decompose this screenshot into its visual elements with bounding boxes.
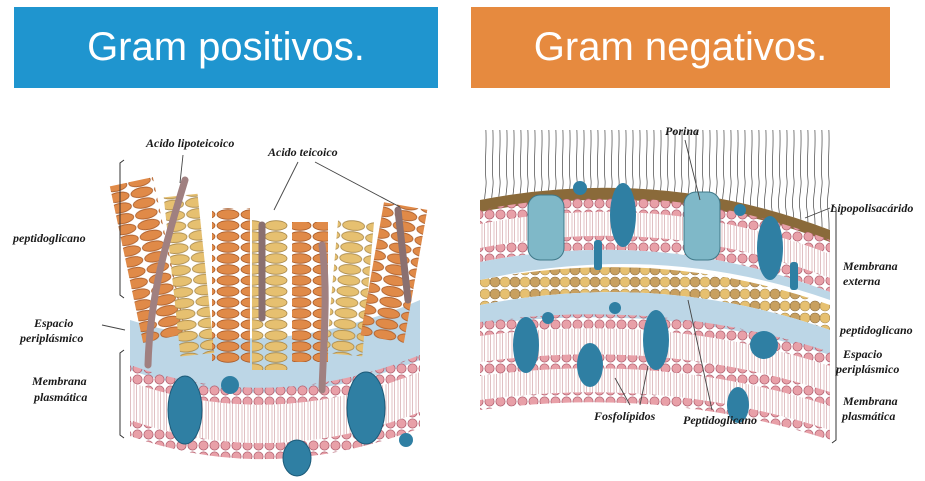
label-espacio-gn-1: Espacio <box>843 347 882 361</box>
label-peptidoglicano-bottom: Peptidoglicano <box>683 413 757 427</box>
label-membrana-externa-2: externa <box>843 274 880 288</box>
label-fosfolipidos: Fosfolípidos <box>594 409 655 423</box>
label-espacio-gn-2: periplásmico <box>836 362 899 376</box>
label-acido-teicoico: Acido teicoico <box>268 145 338 159</box>
label-membrana-plasmatica-gn-1: Membrana <box>843 394 898 408</box>
label-membrana-plasmatica-gn-2: plasmática <box>842 409 895 423</box>
label-peptidoglicano-gn: peptidoglicano <box>840 323 913 337</box>
label-espacio-gp-1: Espacio <box>34 316 73 330</box>
label-acido-lipoteicoico: Acido lipoteicoico <box>146 136 234 150</box>
label-membrana-gp-2: plasmática <box>34 390 87 404</box>
label-lipopolisacarido: Lipopolisacárido <box>830 201 913 215</box>
label-membrana-externa-1: Membrana <box>843 259 898 273</box>
label-espacio-gp-2: periplásmico <box>20 331 83 345</box>
label-membrana-gp-1: Membrana <box>32 374 87 388</box>
gram-negative-diagram <box>480 130 836 443</box>
gram-positive-diagram <box>102 155 427 476</box>
label-porina: Porina <box>665 124 699 138</box>
label-peptidoglicano-gp: peptidoglicano <box>13 231 86 245</box>
gn-bracket <box>832 205 836 443</box>
